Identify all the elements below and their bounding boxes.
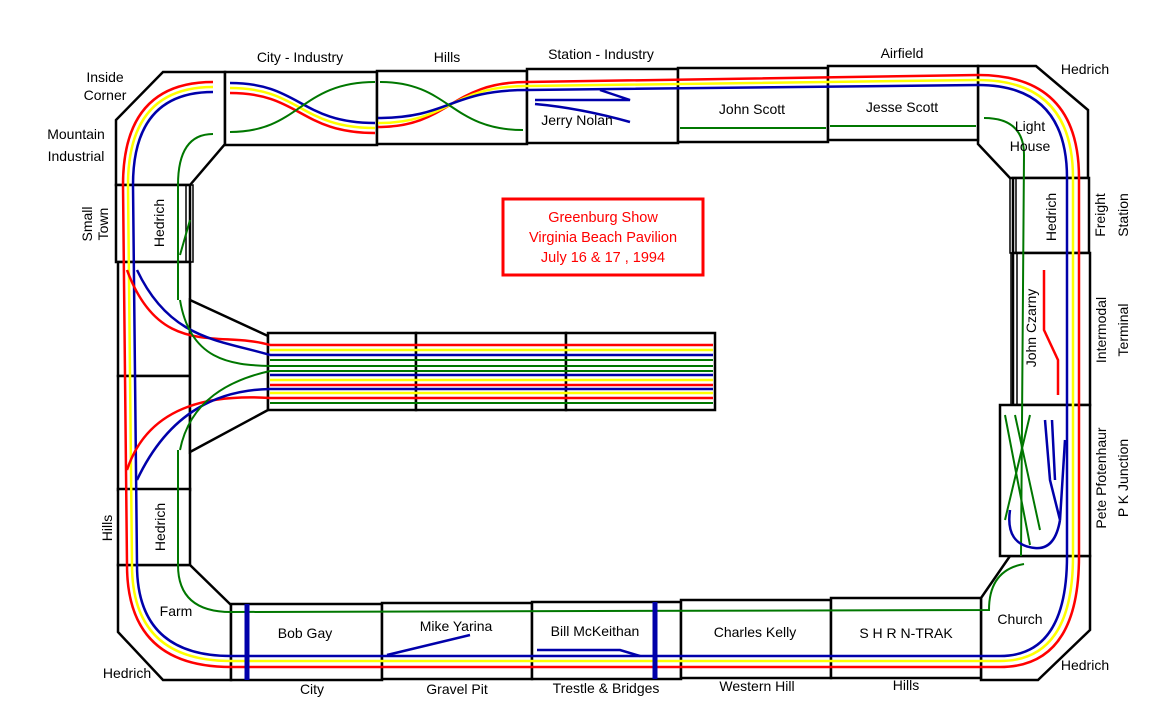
- yard-lead: [188, 298, 270, 455]
- pk-junction-green: [1004, 414, 1041, 546]
- label-corner: Corner: [84, 87, 127, 103]
- corner-bottom-left: [116, 563, 233, 682]
- owner-john-czarny: John Czarny: [1023, 289, 1039, 368]
- label-light: Light: [1015, 118, 1045, 134]
- owner-charles-kelly: Charles Kelly: [714, 624, 796, 640]
- label-hills-bottom: Hills: [893, 677, 919, 693]
- pk-junction-tracks: [1008, 419, 1067, 550]
- label-airfield: Airfield: [881, 45, 924, 61]
- title-box: [501, 197, 705, 277]
- label-freight: Freight: [1092, 193, 1108, 237]
- label-pk-junction: P K Junction: [1115, 439, 1131, 517]
- intermodal-siding: [1042, 270, 1060, 395]
- label-station-industry: Station - Industry: [548, 46, 654, 62]
- label-inside: Inside: [86, 69, 124, 85]
- yard-tracks: [125, 269, 713, 481]
- owner-jerry-nolan: Jerry Nolan: [541, 112, 613, 128]
- label-intermodal: Intermodal: [1093, 297, 1109, 363]
- owner-mike-yarina: Mike Yarina: [420, 618, 493, 634]
- owner-john-scott: John Scott: [719, 101, 785, 117]
- label-industrial: Industrial: [48, 148, 105, 164]
- mainline-tracks: [121, 73, 1081, 669]
- title-line-1: Greenburg Show: [548, 210, 658, 226]
- label-city-industry: City - Industry: [257, 49, 343, 65]
- label-hills-left: Hills: [99, 515, 115, 541]
- label-town: Town: [95, 208, 111, 241]
- label-mountain: Mountain: [47, 126, 105, 142]
- title-line-3: July 16 & 17 , 1994: [541, 250, 665, 266]
- label-city-bottom: City: [300, 681, 324, 697]
- label-hedrich-top-right: Hedrich: [1061, 61, 1109, 77]
- label-station: Station: [1115, 193, 1131, 237]
- owner-shr-ntrak: S H R N-TRAK: [859, 625, 953, 641]
- label-terminal: Terminal: [1115, 304, 1131, 357]
- bottom-sidings: [386, 633, 641, 658]
- label-church: Church: [997, 611, 1042, 627]
- label-trestle-bridges: Trestle & Bridges: [553, 680, 660, 696]
- owner-hedrich-left-1: Hedrich: [151, 199, 167, 247]
- owner-hedrich-right: Hedrich: [1043, 193, 1059, 241]
- title-line-2: Virginia Beach Pavilion: [529, 230, 677, 246]
- owner-hedrich-left-2: Hedrich: [152, 503, 168, 551]
- owner-jesse-scott: Jesse Scott: [866, 99, 938, 115]
- label-gravel-pit: Gravel Pit: [426, 681, 488, 697]
- owner-bob-gay: Bob Gay: [278, 625, 332, 641]
- label-western-hill: Western Hill: [719, 678, 794, 694]
- label-farm: Farm: [160, 603, 193, 619]
- label-hills-top: Hills: [434, 49, 460, 65]
- owner-pete-pfotenhaur: Pete Pfotenhaur: [1093, 427, 1109, 529]
- label-hedrich-bottom-right: Hedrich: [1061, 657, 1109, 673]
- label-hedrich-bottom-left: Hedrich: [103, 665, 151, 681]
- label-house: House: [1010, 138, 1051, 154]
- owner-bill-mckeithan: Bill McKeithan: [551, 623, 640, 639]
- label-small: Small: [79, 206, 95, 241]
